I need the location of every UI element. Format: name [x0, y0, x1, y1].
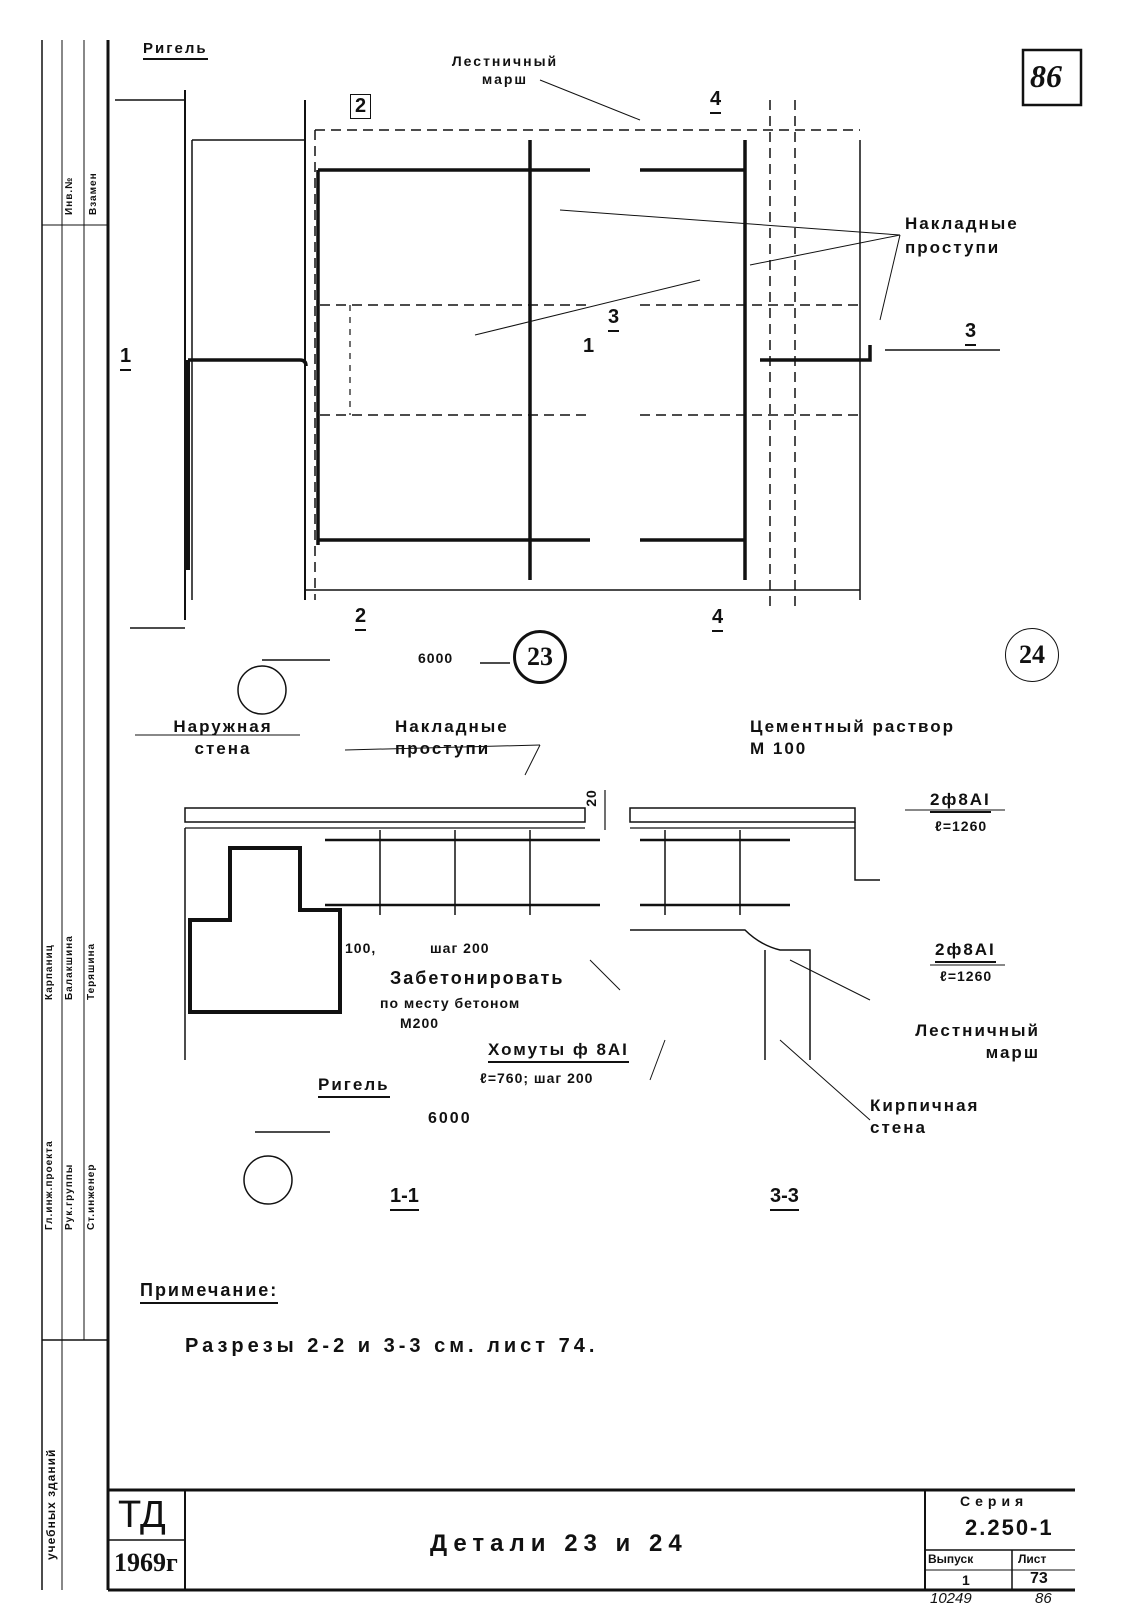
detail-24-marker: 24 — [1005, 628, 1059, 682]
cut-mark-1-center: 1 — [583, 335, 595, 357]
year: 1969г — [114, 1548, 178, 1577]
brick-wall-text: Кирпичная стена — [870, 1096, 980, 1137]
role-group-head: Рук.группы — [64, 1163, 75, 1230]
cut-mark-2-top: 2 — [350, 94, 372, 119]
name-2: Балакшина — [64, 935, 75, 1000]
rebar-bottom-length: ℓ=1260 — [940, 968, 993, 984]
issue-label: Выпуск — [928, 1552, 974, 1566]
org-mark: ТД — [118, 1494, 166, 1536]
rigel-section-label: Ригель — [318, 1075, 390, 1098]
cement-mortar-text: Цементный раствор М 100 — [750, 717, 956, 758]
detail-23-marker: 23 — [513, 630, 567, 684]
stirrups-spec: ℓ=760; шаг 200 — [480, 1070, 594, 1086]
section-3-3-title: 3-3 — [770, 1185, 799, 1211]
rigel-dimension: 6000 — [428, 1110, 472, 1127]
cut-mark-3-right: 3 — [965, 320, 977, 346]
cut-mark-4-bottom: 4 — [712, 606, 724, 632]
cut-mark-2-bottom: 2 — [355, 605, 367, 631]
concrete-note-2: по месту бетоном — [380, 995, 521, 1011]
overlay-steps-section-text: Накладные проступи — [395, 717, 509, 758]
series-label: Серия — [960, 1493, 1029, 1509]
replace-label: Взамен — [88, 172, 99, 215]
cement-mortar-label: Цементный раствор М 100 — [750, 716, 960, 760]
role-engineer: Ст.инженер — [86, 1163, 97, 1230]
building-type: учебных зданий — [44, 1448, 58, 1560]
rebar-top-label: 2ф8АI — [930, 790, 991, 813]
stair-flight-text: Лестничный марш — [451, 53, 559, 87]
cut-mark-4-top: 4 — [710, 88, 722, 114]
overlay-steps-label: Накладные проступи — [905, 212, 1035, 260]
detail-24-number: 24 — [1019, 640, 1045, 669]
overlay-steps-text: Накладные проступи — [905, 214, 1019, 257]
inv-label: Инв.№ — [64, 176, 75, 215]
archive-sheet: 86 — [1035, 1590, 1052, 1607]
outer-wall-label: Наружная стена — [158, 716, 288, 760]
section-1-1-title: 1-1 — [390, 1185, 419, 1211]
sheet-label: Лист — [1018, 1552, 1047, 1566]
series-value: 2.250-1 — [965, 1515, 1054, 1540]
pitch-100: 100, — [345, 940, 377, 956]
issue-value: 1 — [962, 1572, 970, 1588]
stair-flight-label: Лестничный марш — [430, 52, 580, 88]
outer-wall-text: Наружная стена — [173, 717, 273, 758]
stair-flight-section-label: Лестничный марш — [900, 1020, 1040, 1064]
pitch-200: шаг 200 — [430, 940, 490, 956]
note-title: Примечание: — [140, 1280, 279, 1304]
role-chief: Гл.инж.проекта — [44, 1140, 55, 1230]
rigel-label: Ригель — [143, 40, 208, 60]
overlay-steps-section-label: Накладные проступи — [395, 716, 545, 760]
concrete-note-3: М200 — [400, 1015, 440, 1031]
stirrups-label: Хомуты ф 8АI — [488, 1040, 629, 1063]
sheet-number: 86 — [1030, 58, 1062, 94]
concrete-note-1: Забетонировать — [390, 968, 565, 988]
dim-20: 20 — [582, 789, 599, 807]
rebar-bottom-label: 2ф8АI — [935, 940, 996, 963]
sheet-value: 73 — [1030, 1570, 1048, 1587]
stamp-title: Детали 23 и 24 — [430, 1530, 688, 1557]
name-1: Карпаниц — [44, 944, 55, 1000]
detail-23-number: 23 — [527, 642, 553, 671]
name-3: Теряшина — [86, 942, 97, 1000]
rebar-top-length: ℓ=1260 — [935, 818, 988, 834]
cut-mark-3-center: 3 — [608, 306, 620, 332]
brick-wall-label: Кирпичная стена — [870, 1095, 1015, 1139]
cut-mark-1-left: 1 — [120, 345, 132, 371]
stair-flight-section-text: Лестничный марш — [915, 1021, 1040, 1062]
note-text: Разрезы 2-2 и 3-3 см. лист 74. — [185, 1335, 599, 1357]
archive-number: 10249 — [930, 1590, 972, 1607]
plan-dimension: 6000 — [418, 650, 454, 666]
